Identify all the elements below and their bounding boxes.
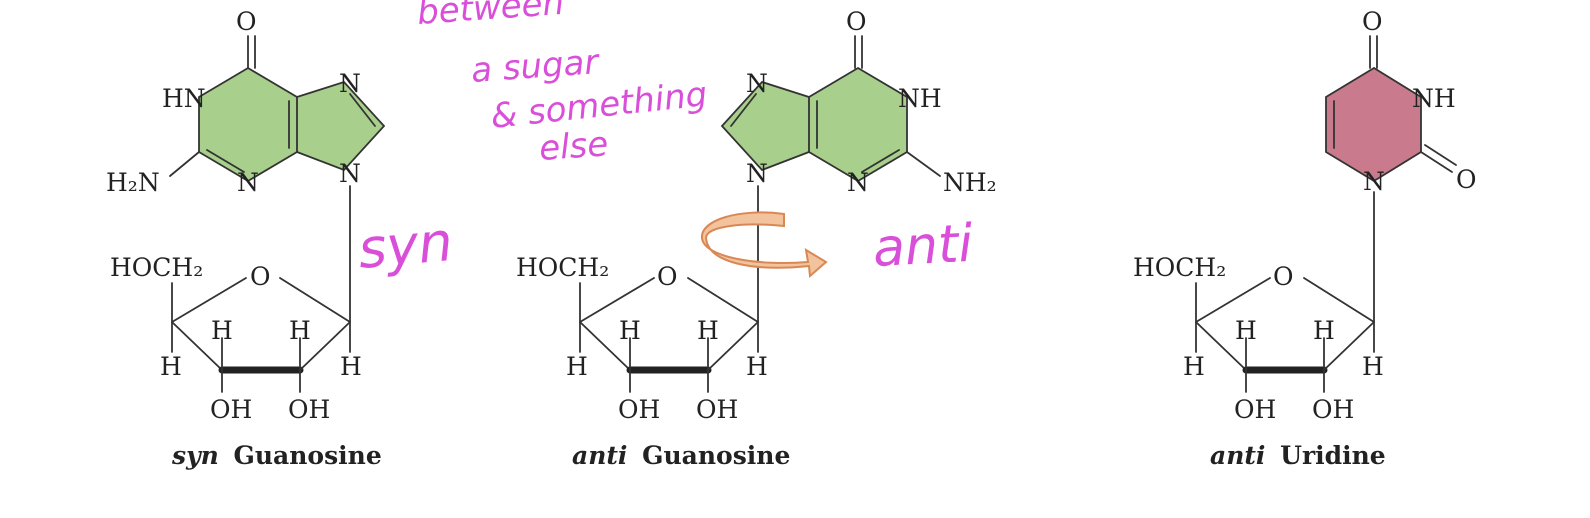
- o-ring-atom: O: [250, 262, 271, 291]
- hoch2-group: HOCH₂: [110, 253, 203, 282]
- h-atom: H: [1362, 352, 1384, 381]
- h2n-atom: H₂N: [106, 168, 160, 197]
- pyrimidine-ring-fill: [1326, 68, 1421, 181]
- oh-group: OH: [618, 395, 660, 424]
- note-anti: anti: [872, 214, 975, 279]
- h-atom: H: [746, 352, 768, 381]
- base-bonds: [720, 35, 941, 323]
- ribose-bonds: [1195, 277, 1375, 393]
- oh-group: OH: [288, 395, 330, 424]
- o-atom: O: [1456, 165, 1477, 194]
- note-syn: syn: [356, 210, 455, 281]
- hn-atom: HN: [162, 84, 206, 113]
- oh-group: OH: [696, 395, 738, 424]
- n9-atom: N: [339, 159, 361, 188]
- o-ring-atom: O: [657, 262, 678, 291]
- caption-prefix: anti: [1210, 441, 1265, 470]
- note-else: else: [538, 124, 610, 169]
- o-atom: O: [236, 7, 257, 36]
- n-atom: N: [847, 168, 869, 197]
- n9-atom: N: [746, 159, 768, 188]
- anti-uridine: O NH O N HOCH₂ O H H H H OH OH anti Urid…: [1133, 7, 1477, 470]
- ribose-bonds: [579, 277, 759, 393]
- h-atom: H: [1313, 316, 1335, 345]
- base-bonds: [169, 35, 386, 323]
- h-atom: H: [289, 316, 311, 345]
- caption-name: Guanosine: [642, 441, 790, 470]
- h-atom: H: [211, 316, 233, 345]
- caption-anti-guanosine: anti Guanosine: [572, 441, 790, 470]
- n-atom: N: [339, 69, 361, 98]
- caption-syn-guanosine: syn Guanosine: [171, 441, 382, 470]
- syn-guanosine: O HN N H₂N N N HOCH₂ O H H H H OH OH: [106, 7, 386, 470]
- o-ring-atom: O: [1273, 262, 1294, 291]
- h-atom: H: [340, 352, 362, 381]
- h-atom: H: [1183, 352, 1205, 381]
- rotation-arrow: [700, 211, 828, 279]
- anti-guanosine: O NH N NH₂ N N HOCH₂ O H H H H OH: [516, 7, 997, 470]
- n-atom: N: [746, 69, 768, 98]
- caption-name: Uridine: [1280, 441, 1386, 470]
- note-between: between: [416, 0, 565, 33]
- purine-five-ring-fill: [297, 82, 384, 170]
- h-atom: H: [697, 316, 719, 345]
- h-atom: H: [619, 316, 641, 345]
- handwritten-annotations: between a sugar & something else syn ant…: [356, 0, 975, 281]
- nh2-atom: NH₂: [943, 168, 997, 197]
- purine-six-ring-fill: [199, 68, 297, 181]
- note-a-sugar: a sugar: [470, 42, 602, 91]
- n-atom: N: [237, 168, 259, 197]
- caption-name: Guanosine: [234, 441, 382, 470]
- h-atom: H: [566, 352, 588, 381]
- o-atom: O: [1362, 7, 1383, 36]
- caption-prefix: syn: [171, 441, 219, 470]
- caption-anti-uridine: anti Uridine: [1210, 441, 1386, 470]
- h-atom: H: [160, 352, 182, 381]
- n1-atom: N: [1363, 167, 1385, 196]
- oh-group: OH: [1234, 395, 1276, 424]
- hoch2-group: HOCH₂: [1133, 253, 1226, 282]
- oh-group: OH: [1312, 395, 1354, 424]
- base-bonds: [1325, 35, 1457, 323]
- nh-atom: NH: [1412, 84, 1456, 113]
- h-atom: H: [1235, 316, 1257, 345]
- purine-six-ring-fill: [809, 68, 907, 181]
- caption-prefix: anti: [572, 441, 627, 470]
- hoch2-group: HOCH₂: [516, 253, 609, 282]
- o-atom: O: [846, 7, 867, 36]
- nh-atom: NH: [898, 84, 942, 113]
- ribose-bonds: [171, 277, 351, 393]
- purine-five-ring-fill: [722, 82, 809, 170]
- oh-group: OH: [210, 395, 252, 424]
- rotation-arrow-body: [700, 211, 828, 279]
